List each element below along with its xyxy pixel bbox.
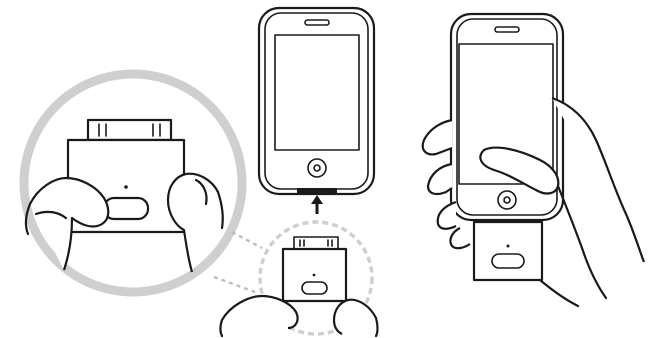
- phone-screen: [275, 35, 359, 150]
- finger: [438, 202, 456, 229]
- finger: [428, 164, 452, 194]
- zoom-connector-line: [214, 277, 255, 292]
- adapter-indicator-dot: [124, 185, 128, 189]
- phone-dock-slot: [297, 188, 337, 193]
- up-arrow: [311, 195, 323, 214]
- right-hand-small: [334, 300, 376, 334]
- left-hand-large: [26, 178, 108, 270]
- phone-right-assembly: [423, 14, 644, 306]
- zoom-view-small: [221, 222, 378, 336]
- adapter-connector-plug: [88, 120, 171, 140]
- zoom-connector-line: [232, 232, 262, 248]
- finger: [450, 228, 470, 248]
- finger: [423, 120, 452, 154]
- adapter-dock-port: [302, 282, 327, 294]
- adapter-dock-port: [492, 254, 524, 268]
- adapter-dock-port: [104, 198, 148, 219]
- zoom-view-left: [24, 74, 262, 292]
- adapter-attached: [474, 222, 542, 280]
- phone-center: [259, 8, 374, 194]
- adapter-small: [283, 237, 346, 301]
